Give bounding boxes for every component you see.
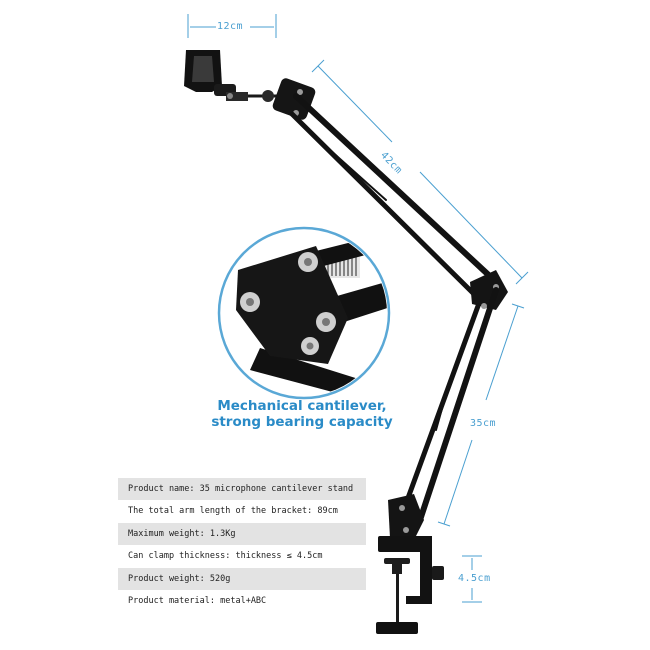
base-clamp	[376, 494, 444, 634]
clamp-depth-label: 4.5cm	[458, 573, 491, 584]
upper-arm-dimension	[311, 59, 529, 285]
upper-arm	[289, 93, 497, 301]
spec-row-product-weight: Product weight: 520g	[118, 567, 366, 590]
callout-line-1: Mechanical cantilever,	[217, 398, 387, 414]
spec-row-product-name: Product name: 35 microphone cantilever s…	[118, 478, 366, 501]
spec-row-arm-length: The total arm length of the bracket: 89c…	[118, 500, 366, 523]
microphone-clip	[184, 50, 248, 101]
top-joint	[248, 78, 316, 120]
feature-callout: Mechanical cantilever, strong bearing ca…	[192, 398, 412, 430]
spec-table: Product name: 35 microphone cantilever s…	[118, 478, 366, 613]
lower-arm-label: 35cm	[470, 418, 497, 429]
clamp-dimension	[462, 555, 482, 603]
zoom-detail	[217, 226, 391, 400]
spec-row-material: Product material: metal+ABC	[118, 589, 366, 613]
clip-width-label: 12cm	[217, 21, 244, 32]
lower-arm	[397, 287, 499, 523]
lower-arm-dimension	[437, 303, 525, 527]
spec-row-clamp-thickness: Can clamp thickness: thickness ≤ 4.5cm	[118, 545, 366, 568]
spec-row-max-weight: Maximum weight: 1.3Kg	[118, 522, 366, 546]
callout-line-2: strong bearing capacity	[211, 414, 393, 430]
clip-width-dimension	[187, 14, 277, 38]
